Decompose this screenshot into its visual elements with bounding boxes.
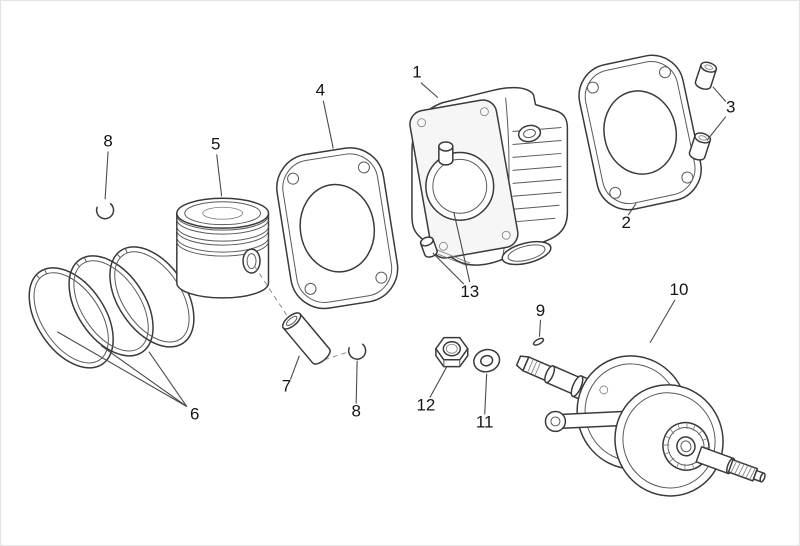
callout-dowel-pins: 3 [706,86,735,141]
callout-head-gasket: 4 [316,81,334,149]
callout-cylinder: 1 [412,63,439,99]
callout-label: 8 [103,131,112,150]
pin-axis-dashed-line [324,351,350,361]
callout-circlip-lower: 8 [351,360,361,420]
cylinder-top-port [517,124,542,143]
base-gasket [578,54,702,211]
circlip-upper [95,203,115,220]
callout-key: 9 [536,301,545,337]
callout-label: 9 [536,301,545,320]
piston [176,197,270,299]
piston-pin-boss [242,248,261,274]
leader-line [104,151,109,200]
callout-label: 1 [412,63,421,82]
piston-ring [28,267,114,369]
leader-line [453,212,471,283]
leader-line [56,331,188,407]
crank-spline-hub [662,421,710,471]
leader-line [432,252,465,285]
leader-line [712,86,727,102]
callout-cylinder-studs: 13 [432,212,479,301]
crankshaft [515,355,766,497]
callout-label: 7 [282,377,291,396]
woodruff-key [532,337,545,346]
leader-line [649,299,676,344]
cooling-fins [510,127,562,223]
pin-axis-dashed-line [254,265,289,319]
leader-line [484,373,488,415]
callout-label: 2 [621,213,630,232]
callout-piston-rings: 6 [56,331,199,423]
leader-line [216,154,223,197]
callout-nut: 12 [416,366,448,414]
cylinder-stud [438,141,454,166]
leader-line [627,202,637,216]
leader-line [322,100,334,149]
leader-line [420,82,439,99]
crankshaft-right-shaft [695,446,766,483]
callout-piston-pin: 7 [282,355,300,396]
nut [435,336,469,368]
callout-washer: 11 [476,373,494,431]
callout-crankshaft: 10 [649,280,689,344]
washer [473,348,501,373]
cylinder-bore-boss [425,151,495,221]
callout-label: 13 [460,282,479,301]
callout-label: 5 [211,134,220,153]
cylinder-spigot [501,240,552,266]
leader-line [289,355,300,380]
leader-line [429,366,448,398]
callout-circlip-upper: 8 [103,131,113,200]
leader-line [706,116,727,141]
dowel-pin-upper [694,61,718,90]
leader-line [100,345,188,407]
callout-label: 3 [726,98,735,117]
leader-line [148,351,188,407]
callout-label: 11 [476,412,494,431]
piston-ring [68,255,154,357]
callout-label: 4 [316,81,325,100]
piston-pin [281,312,331,365]
callout-piston: 5 [211,134,223,197]
circlip-lower [347,343,367,360]
callouts: 1 2 3 4 5 6 7 8 [56,63,735,431]
leader-line [355,360,358,404]
cylinder-dowel [419,236,438,258]
head-gasket [276,147,399,310]
callout-base-gasket: 2 [621,202,637,232]
callout-label: 8 [351,401,360,420]
dowel-pin-lower [688,132,712,161]
callout-label: 6 [190,404,199,423]
callout-label: 10 [670,280,689,299]
spline-hatching [730,461,756,480]
leader-line [538,319,542,337]
cylinder [409,86,569,267]
callout-label: 12 [416,395,435,414]
